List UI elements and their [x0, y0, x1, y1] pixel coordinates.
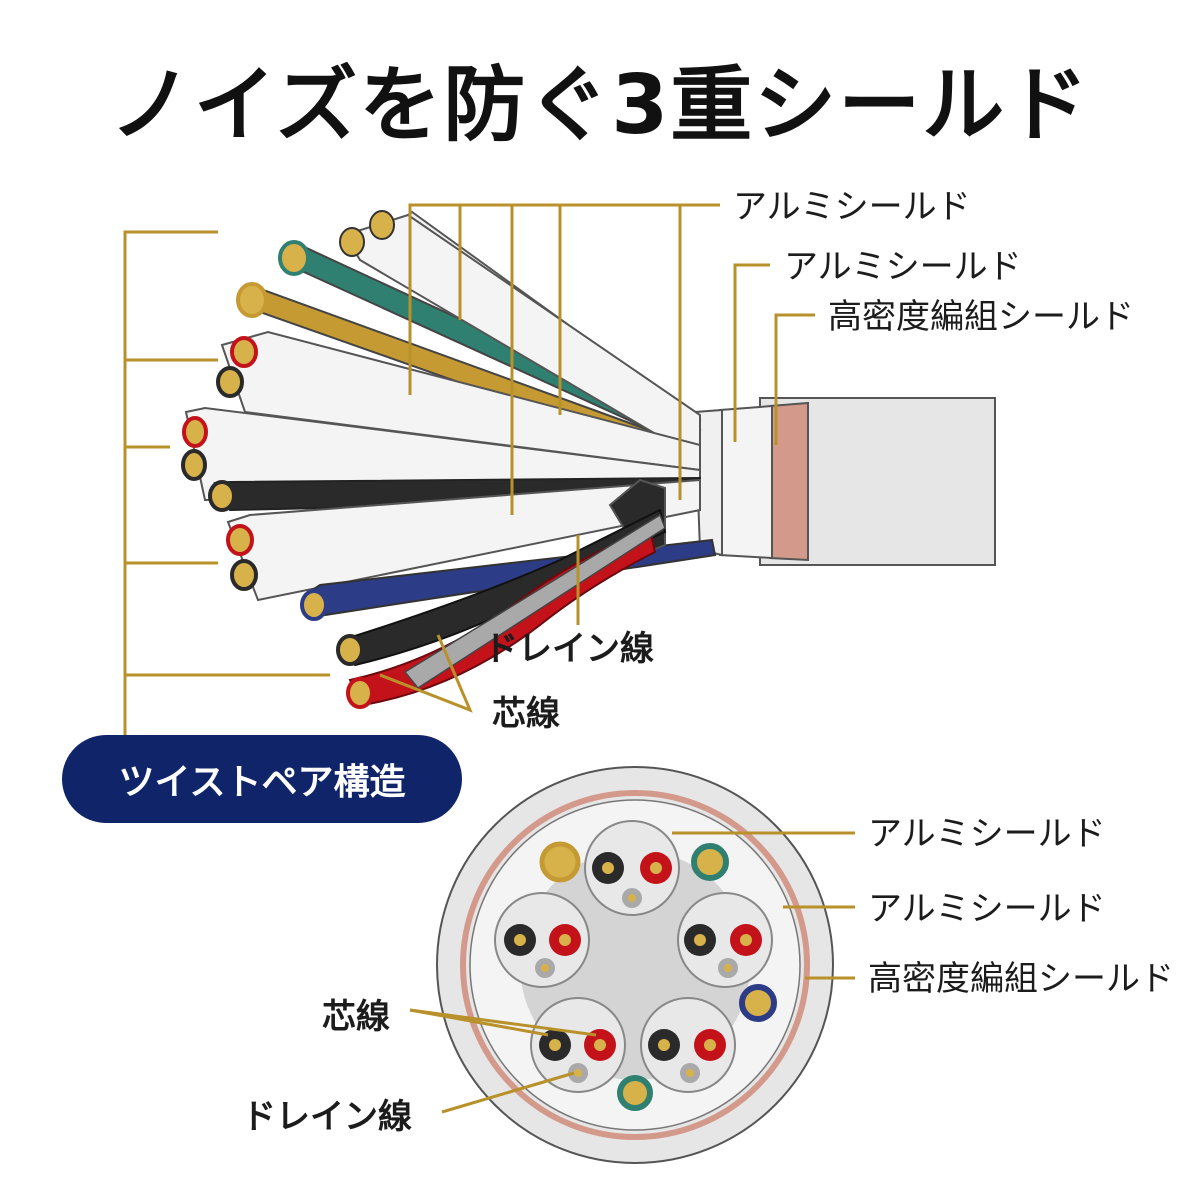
cross-braid-ring: [460, 790, 810, 1140]
leader-core: [379, 634, 473, 713]
cross-label-drain: ドレイン線: [242, 1097, 412, 1137]
cross-pair-right: [677, 892, 773, 988]
cross-teal-wire: [691, 843, 729, 881]
wire-end-gold: [369, 210, 395, 240]
wire-end-black: [216, 366, 244, 398]
cross-mustard-wire: [539, 841, 581, 883]
pair-bracket: [123, 230, 218, 735]
outer-aluminum-shield-band: [719, 404, 773, 560]
wire-end-navy: [300, 589, 328, 621]
wire-end-mustard: [236, 282, 268, 318]
label-braid: 高密度編組シールド: [828, 297, 1134, 337]
pair-shield-tube: [343, 213, 701, 462]
drain-wire: [403, 513, 666, 689]
wire-end-red: [226, 524, 254, 556]
leader-shield-2: [733, 263, 770, 442]
cross-label-shield-1: アルミシールド: [868, 814, 1106, 854]
cross-section: [436, 766, 834, 1164]
cross-pair-top: [584, 820, 680, 916]
label-drain: ドレイン線: [484, 629, 654, 669]
wire-end-black: [230, 559, 258, 591]
wire-end-black: [181, 449, 207, 481]
label-shield-1: アルミシールド: [733, 187, 971, 227]
page-title: ノイズを防ぐ3重シールド: [109, 58, 1091, 153]
cross-pair-left: [494, 892, 590, 988]
cross-leader-lines: [409, 831, 855, 1114]
wire-end-black: [208, 480, 236, 512]
pair-shield-tube: [220, 330, 701, 472]
cross-navy-wire: [739, 984, 777, 1022]
cross-teal-wire: [617, 1075, 653, 1111]
side-view-leader-lines: [123, 203, 815, 735]
cross-pair-bottom-right: [640, 997, 736, 1093]
cross-label-braid: 高密度編組シールド: [868, 959, 1174, 999]
leader-braid: [774, 313, 815, 445]
wire-end-gold: [339, 227, 365, 257]
cross-label-shield-2: アルミシールド: [868, 889, 1106, 929]
cross-label-core: 芯線: [322, 997, 390, 1037]
wire-end-black: [336, 634, 364, 666]
label-core: 芯線: [492, 694, 560, 734]
cross-leader-core: [409, 1008, 597, 1037]
label-shield-2: アルミシールド: [784, 247, 1022, 287]
cross-leader-drain: [441, 1071, 575, 1114]
leader-shield-1: [408, 203, 720, 395]
wire-end-red: [230, 336, 258, 368]
wire-end-teal: [278, 240, 310, 276]
twisted-pair-badge: ツイストペア構造: [62, 735, 462, 823]
wire-end-red: [346, 677, 374, 709]
wire-ends: [181, 210, 395, 709]
cross-pair-bottom-left: [530, 997, 626, 1093]
wire-end-red: [182, 416, 208, 448]
